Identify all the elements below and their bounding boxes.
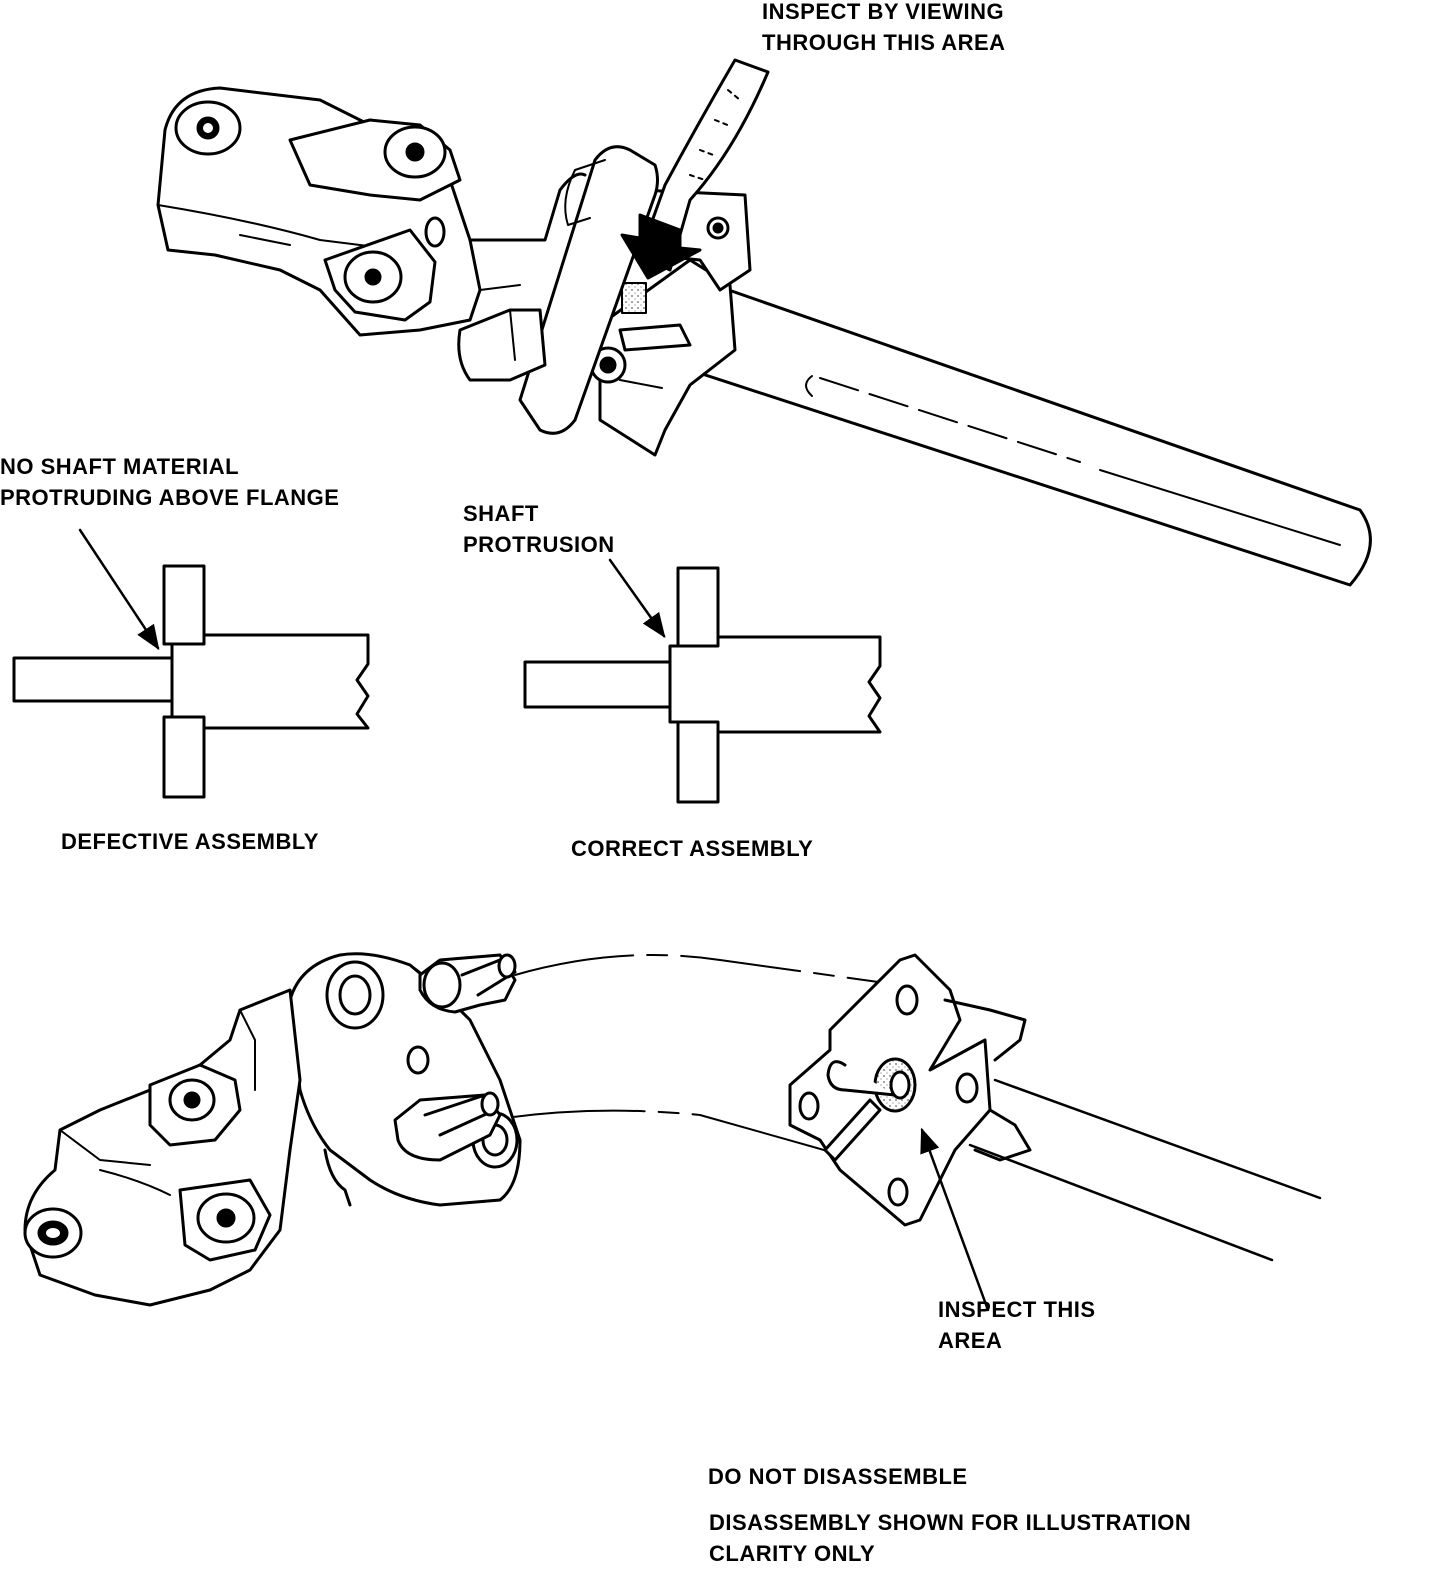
top-steering-shaft-assembly [156, 58, 1372, 587]
top-yoke-rear [457, 308, 547, 382]
defective-leader-arrow [78, 528, 160, 651]
label-inspect-this-area: INSPECT THIS AREA [938, 1297, 1096, 1353]
label-disassembly-note: DISASSEMBLY SHOWN FOR ILLUSTRATION CLARI… [709, 1510, 1192, 1566]
bottom-inspect-leader [920, 1127, 990, 1312]
bottom-clamp-bracket [788, 953, 1032, 1227]
label-defective-assembly: DEFECTIVE ASSEMBLY [61, 829, 319, 854]
bottom-shaft-lines [968, 1078, 1322, 1262]
bottom-path-curve-lower [504, 1109, 896, 1171]
correct-assembly-diagram [523, 558, 882, 804]
label-shaft-protrusion: SHAFT PROTRUSION [463, 501, 615, 557]
label-do-not-disassemble: DO NOT DISASSEMBLE [708, 1464, 968, 1489]
top-long-shaft [688, 278, 1372, 587]
defective-assembly-diagram [12, 528, 370, 799]
label-inspect-by-viewing: INSPECT BY VIEWING THROUGH THIS AREA [762, 0, 1006, 55]
bottom-flange-studs [393, 953, 517, 1162]
top-universal-joint [156, 86, 587, 337]
label-correct-assembly: CORRECT ASSEMBLY [571, 836, 814, 861]
bottom-path-curve-upper [514, 954, 901, 986]
top-flange-disk [518, 145, 659, 435]
bottom-exploded-assembly [23, 952, 1322, 1312]
correct-leader-arrow [608, 558, 666, 639]
bottom-universal-joint [23, 988, 302, 1307]
label-no-shaft-material: NO SHAFT MATERIAL PROTRUDING ABOVE FLANG… [0, 454, 340, 510]
top-inspect-arrow-head [620, 213, 702, 280]
top-flange-bracket [589, 188, 752, 457]
